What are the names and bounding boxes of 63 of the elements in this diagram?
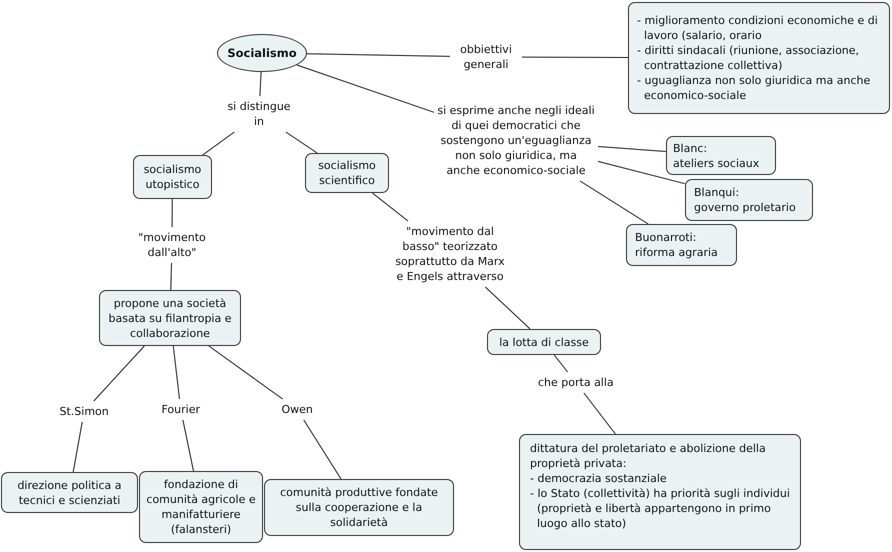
connector-line xyxy=(554,354,568,372)
connector-line xyxy=(372,192,408,222)
concept-text: ateliers sociaux xyxy=(673,156,760,170)
connector-line xyxy=(172,198,173,228)
concept-box xyxy=(487,329,601,355)
concept-text: Buonarroti: xyxy=(635,230,698,245)
connector-line xyxy=(522,56,628,58)
concept-box xyxy=(1,472,138,513)
concept-text: dittatura del proletariato e abolizione della proprietà privata: xyxy=(530,441,767,471)
concept-box xyxy=(133,155,212,199)
concept-text: riforma agraria xyxy=(635,245,719,260)
connector-line xyxy=(285,132,318,154)
concept-text: fondazione di comunità agricole e manifatturiere (falansteri) xyxy=(145,477,257,537)
concept-box xyxy=(685,179,813,221)
connector-line xyxy=(598,146,666,152)
concept-ellipse xyxy=(217,34,307,72)
concept-box xyxy=(626,224,737,266)
connector-line xyxy=(72,422,83,472)
connector-line xyxy=(202,132,235,156)
concept-text: socialismo scientifico xyxy=(317,158,377,188)
connector-line xyxy=(170,262,172,290)
connector-line xyxy=(580,180,649,224)
linking-phrase: Owen xyxy=(282,402,313,417)
connector-line xyxy=(172,346,180,400)
connector-line xyxy=(303,420,342,480)
connector-line xyxy=(182,420,194,472)
linking-phrase: si esprime anche negli ideali di quei democratici che sostengono un'eguaglianza non solo giuridica, ma anche economico-sociale xyxy=(437,103,595,178)
concept-box xyxy=(139,471,263,543)
connector-line xyxy=(259,72,262,96)
concept-box xyxy=(99,290,241,346)
connector-line xyxy=(208,346,284,400)
bullet-item: - lo Stato (collettività) ha priorità sugli individui (proprietà e libertà appartengono in primo luogo allo stato) xyxy=(530,486,791,531)
concept-text: Socialismo xyxy=(227,46,297,60)
concept-text: Blanc: xyxy=(673,140,708,156)
connector-line xyxy=(484,286,531,330)
concept-text: comunità produttive fondate sulla cooperazione e la solidarietà xyxy=(279,485,439,530)
linking-phrase: obbiettivi generali xyxy=(453,42,519,72)
linking-phrase: Fourier xyxy=(162,402,200,417)
concept-box xyxy=(519,434,801,550)
concept-box xyxy=(264,479,454,536)
concept-text: direzione politica a tecnici e scienziati xyxy=(16,478,123,508)
linking-phrase: St.Simon xyxy=(60,404,109,419)
concept-text: governo proletario xyxy=(694,200,797,215)
connector-line xyxy=(306,53,450,57)
bullet-item: - diritti sindacali (riunione, associazione, contrattazione collettiva) xyxy=(637,43,860,73)
concept-box xyxy=(666,136,776,175)
linking-phrase: "movimento dal basso" teorizzato soprattutto da Marx e Engels attraverso xyxy=(389,224,511,284)
concept-box xyxy=(628,2,890,114)
bullet-item: - democrazia sostanziale xyxy=(530,471,668,486)
linking-phrase: si distingue in xyxy=(223,99,295,129)
concept-text: socialismo utopistico xyxy=(142,162,202,192)
connector-line xyxy=(93,346,145,402)
connector-line xyxy=(296,64,434,113)
concept-box xyxy=(305,153,389,193)
bullet-item: - uguaglianza non solo giuridica ma anche economico-sociale xyxy=(637,73,872,103)
bullet-item: - miglioramento condizioni economiche e di lavoro (salario, orario xyxy=(637,13,879,43)
linking-phrase: che porta alla xyxy=(538,375,614,390)
concept-text: la lotta di classe xyxy=(498,334,590,350)
connector-line xyxy=(583,392,616,434)
linking-phrase: "movimento dall'alto" xyxy=(132,230,212,260)
concept-text: propone una società basata su filantropia e collaborazione xyxy=(107,296,232,340)
concept-text: Blanqui: xyxy=(694,185,740,200)
connector-line xyxy=(598,160,686,184)
